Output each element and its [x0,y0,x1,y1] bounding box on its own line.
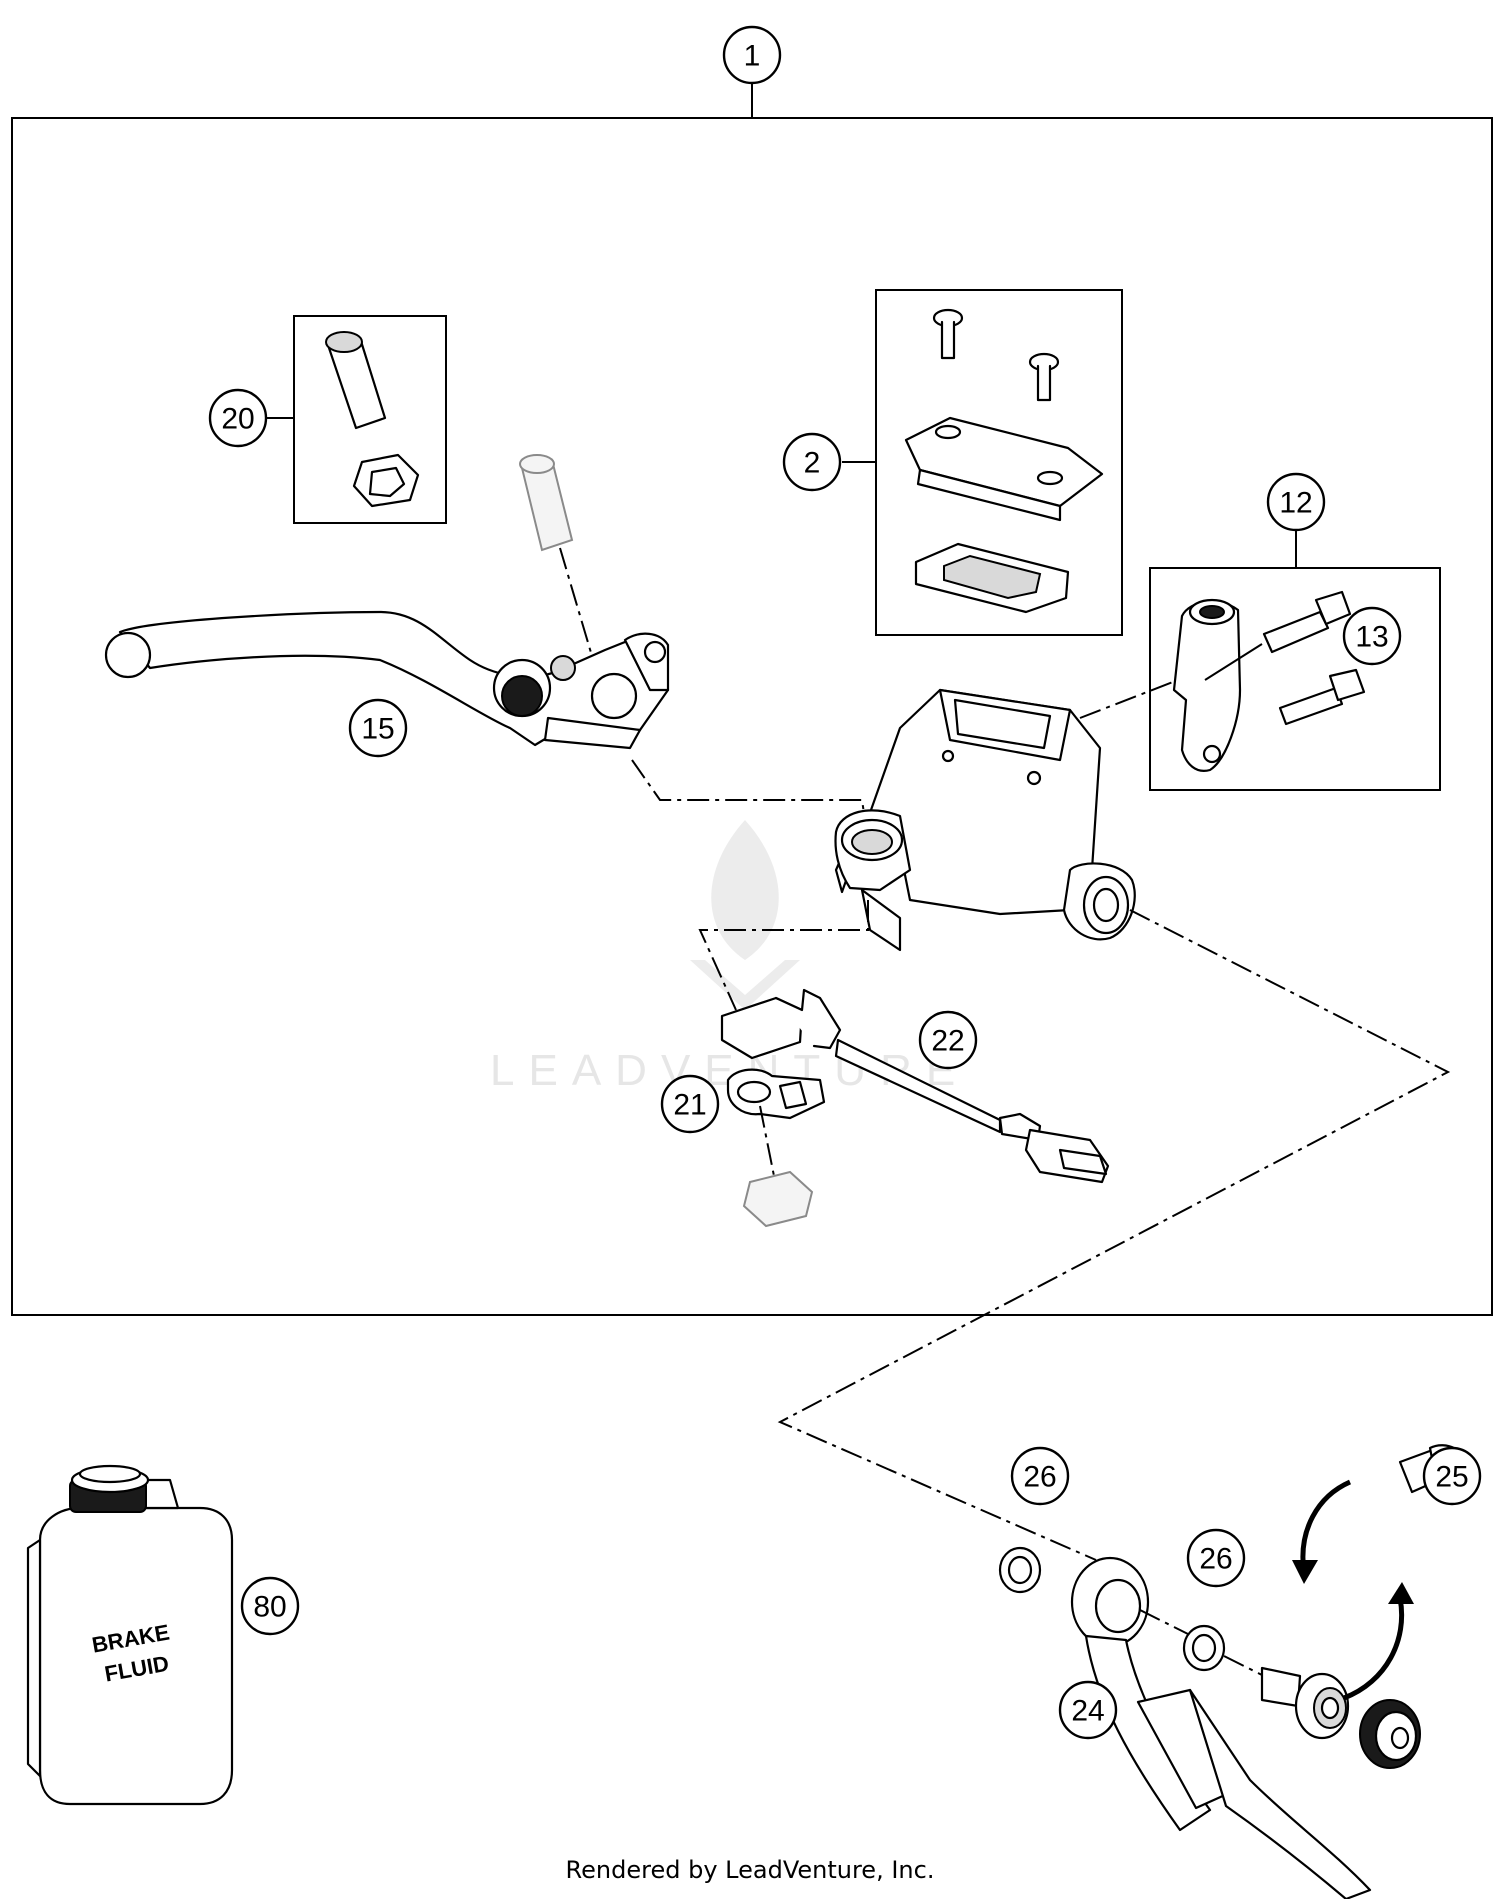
callout-15[interactable]: 15 [348,698,408,758]
callout-20[interactable]: 20 [208,388,268,448]
brake-lever-part [104,610,670,750]
cover-screw-2 [1028,352,1060,402]
washer-part-2 [1182,1624,1226,1672]
ghost-sleeve-part [519,454,574,552]
callout-26-lower[interactable]: 26 [1186,1528,1246,1588]
hose-part [1136,1688,1372,1899]
callout-2[interactable]: 2 [782,432,842,492]
callout-13[interactable]: 13 [1342,606,1402,666]
callout-80-label: 80 [253,1591,286,1624]
switch-bracket-part [726,1068,826,1120]
callout-13-label: 13 [1355,621,1388,654]
part-20-box [293,315,447,524]
cover-screw-1 [932,308,964,360]
callout-26-lower-label: 26 [1199,1543,1232,1576]
watermark-flame-icon [711,820,779,960]
switch-nut-part [742,1170,814,1228]
bleed-cap-part [1359,1699,1421,1769]
callout-22[interactable]: 22 [918,1010,978,1070]
callout-12[interactable]: 12 [1266,472,1326,532]
brake-switch-part [720,988,1110,1184]
callout-26-upper[interactable]: 26 [1010,1446,1070,1506]
sleeve-part [325,331,387,430]
watermark-chevron-icon [690,960,800,1010]
brake-fluid-bottle-part: BRAKE FLUID [26,1464,234,1806]
callout-24[interactable]: 24 [1058,1680,1118,1740]
callout-20-label: 20 [221,403,254,436]
callout-26-upper-label: 26 [1023,1461,1056,1494]
callout-80[interactable]: 80 [240,1576,300,1636]
callout-12-label: 12 [1279,487,1312,520]
callout-21[interactable]: 21 [660,1074,720,1134]
callout-2-label: 2 [804,447,821,480]
clamp-bolt-1 [1262,590,1352,654]
master-cylinder-part [834,688,1136,952]
washer-part-1 [998,1546,1042,1594]
rotate-arrow-2-icon [1343,1582,1414,1701]
callout-21-label: 21 [673,1089,706,1122]
callout-1-label: 1 [744,40,761,73]
callout-22-label: 22 [931,1025,964,1058]
hex-nut-part [352,453,420,508]
callout-25-label: 25 [1435,1461,1468,1494]
watermark: LEADVENTURE [490,820,955,1095]
banjo-bolt-part [1260,1666,1350,1740]
reservoir-cap-part [904,416,1104,522]
clamp-part [1172,598,1242,772]
assembly-frame [11,117,1493,1316]
footer-credit: Rendered by LeadVenture, Inc. [566,1856,935,1884]
rotate-arrow-1-icon [1292,1479,1352,1584]
cap-gasket-part [914,542,1070,614]
callout-1[interactable]: 1 [722,25,782,85]
callout-24-label: 24 [1071,1695,1104,1728]
clamp-bolt-2 [1278,668,1366,726]
callout-25[interactable]: 25 [1422,1446,1482,1506]
callout-15-label: 15 [361,713,394,746]
